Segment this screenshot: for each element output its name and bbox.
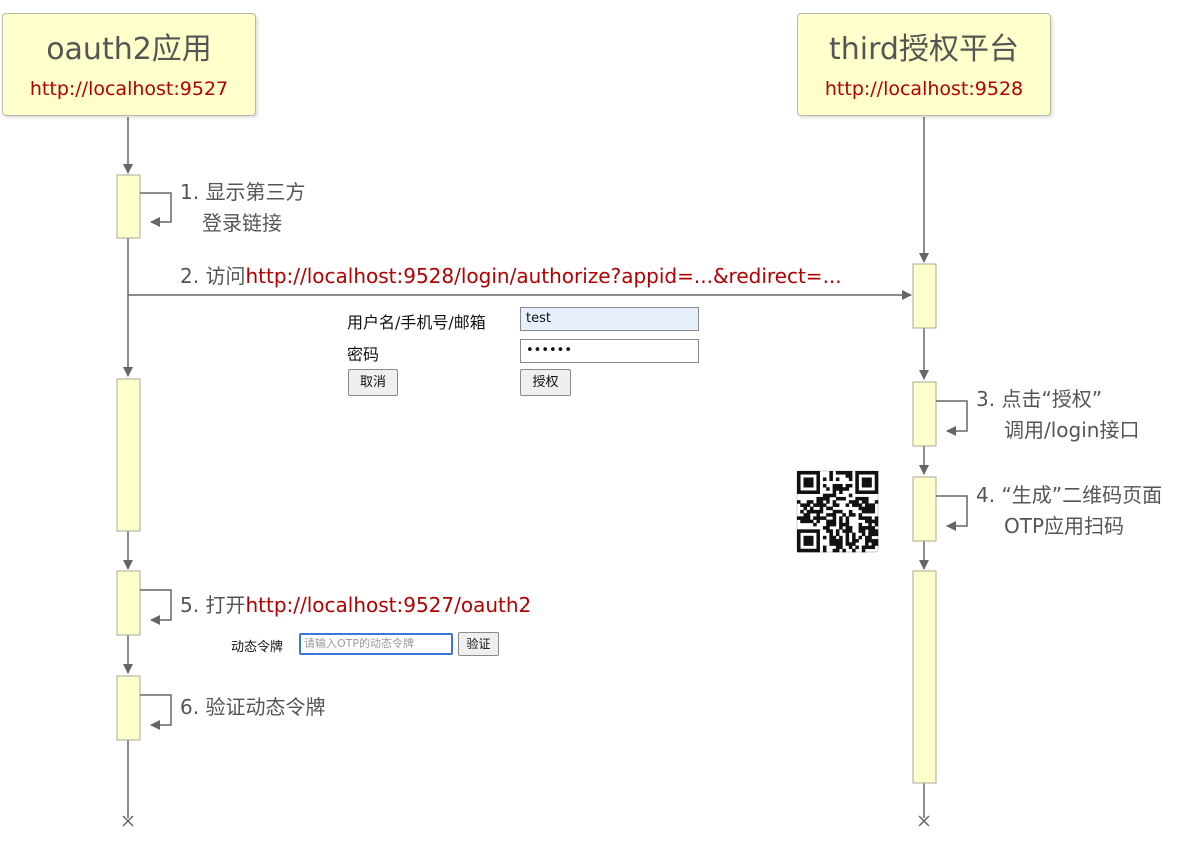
step-text: 6. 验证动态令牌 bbox=[180, 695, 326, 719]
self-call-arrow-6 bbox=[140, 694, 172, 730]
step-1-label: 1. 显示第三方 登录链接 bbox=[180, 177, 305, 239]
activation-bar bbox=[912, 381, 937, 447]
participant-oauth2: oauth2应用 http://localhost:9527 bbox=[2, 13, 256, 116]
step-text: 2. 访问 bbox=[180, 264, 246, 288]
self-call-arrow-4 bbox=[936, 495, 968, 531]
activations-third bbox=[912, 263, 937, 784]
self-call-arrow-1 bbox=[140, 192, 172, 227]
step-text: 4. “生成”二维码页面 bbox=[976, 483, 1163, 507]
participant-url: http://localhost:9528 bbox=[824, 78, 1024, 100]
activations-oauth2 bbox=[116, 174, 141, 741]
step-2-link[interactable]: http://localhost:9528/login/authorize?ap… bbox=[245, 264, 842, 288]
otp-input[interactable]: 请输入OTP的动态令牌 bbox=[299, 633, 453, 655]
password-input[interactable]: •••••• bbox=[520, 339, 699, 363]
step-text: 登录链接 bbox=[202, 211, 282, 235]
activation-bar bbox=[116, 378, 141, 532]
step-5-link[interactable]: http://localhost:9527/oauth2 bbox=[245, 593, 532, 617]
step-2-label: 2. 访问http://localhost:9528/login/authori… bbox=[180, 261, 842, 292]
step-4-label: 4. “生成”二维码页面 OTP应用扫码 bbox=[976, 480, 1162, 542]
self-call-arrows bbox=[140, 192, 968, 730]
username-input[interactable]: test bbox=[520, 307, 699, 331]
activation-bar bbox=[912, 570, 937, 784]
step-text: 5. 打开 bbox=[180, 593, 246, 617]
qr-code-icon bbox=[796, 470, 879, 553]
verify-button[interactable]: 验证 bbox=[458, 632, 499, 656]
step-5-label: 5. 打开http://localhost:9527/oauth2 bbox=[180, 590, 531, 621]
participant-url: http://localhost:9527 bbox=[29, 78, 229, 100]
password-label: 密码 bbox=[347, 345, 380, 364]
step-6-label: 6. 验证动态令牌 bbox=[180, 692, 325, 723]
otp-label: 动态令牌 bbox=[231, 640, 284, 655]
self-call-arrow-5 bbox=[140, 589, 172, 625]
lifeline-oauth2-end-icon bbox=[122, 815, 134, 827]
step-text: 3. 点击“授权” bbox=[976, 387, 1103, 411]
cancel-button[interactable]: 取消 bbox=[348, 369, 398, 396]
activation-bar bbox=[116, 570, 141, 636]
activation-bar bbox=[912, 476, 937, 542]
lifeline-third-end-icon bbox=[918, 815, 930, 827]
participant-name: oauth2应用 bbox=[46, 32, 212, 67]
authorize-button[interactable]: 授权 bbox=[520, 369, 571, 396]
participant-name: third授权平台 bbox=[829, 32, 1019, 67]
activation-bar bbox=[116, 174, 141, 239]
step-text: 调用/login接口 bbox=[1004, 418, 1140, 442]
step-text: 1. 显示第三方 bbox=[180, 180, 306, 204]
activation-bar bbox=[116, 675, 141, 741]
activation-bar bbox=[912, 263, 937, 329]
participant-third: third授权平台 http://localhost:9528 bbox=[797, 13, 1051, 116]
step-3-label: 3. 点击“授权” 调用/login接口 bbox=[976, 384, 1139, 446]
username-label: 用户名/手机号/邮箱 bbox=[347, 313, 486, 332]
step-text: OTP应用扫码 bbox=[1004, 514, 1125, 538]
self-call-arrow-3 bbox=[936, 400, 968, 436]
